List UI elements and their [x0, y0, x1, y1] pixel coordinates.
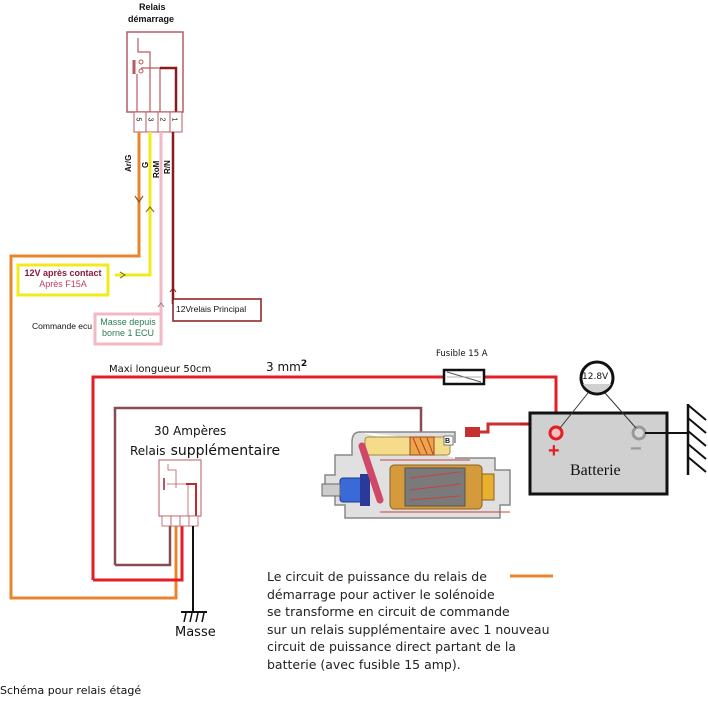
wire-code: G — [141, 161, 150, 168]
arrow-up-icon — [169, 287, 177, 293]
ecu-command-label: Commande ecu — [32, 321, 93, 331]
arrow-down-icon — [134, 195, 144, 204]
voltmeter-reading: 12.8V — [582, 372, 609, 382]
aux-relay-rating: 30 Ampères — [154, 424, 227, 438]
explanation-text: Le circuit de puissance du relais de dém… — [267, 569, 550, 672]
start-relay — [126, 31, 184, 133]
solenoid-terminal-label: B — [445, 438, 451, 445]
ecu-ground-label-2: borne 1 ECU — [101, 328, 155, 338]
ecu-ground-box — [93, 312, 163, 346]
pin-label: 5 — [134, 117, 142, 122]
pin-label: 3 — [146, 117, 154, 122]
arrow-right-icon — [119, 271, 127, 279]
aux-relay — [158, 459, 202, 527]
orange-wire — [9, 132, 178, 600]
battery-plus: + — [548, 440, 560, 462]
maroon-control-wire — [113, 406, 423, 565]
ignition-box — [16, 263, 110, 297]
chassis-ground-icon — [686, 404, 707, 475]
pin-label: 1 — [170, 117, 178, 122]
fuse-15a — [442, 368, 486, 386]
aux-relay-title: Relais supplémentaire — [130, 443, 281, 459]
start-relay-title-1: Relais — [139, 2, 166, 12]
ignition-fuse-label: Après F15A — [39, 279, 87, 289]
wire-section-label: 3 mm2 — [266, 359, 308, 374]
arrow-up-icon — [145, 206, 155, 213]
caption: Schéma pour relais étagé — [0, 684, 142, 697]
positive-terminal — [548, 425, 564, 441]
ignition-label: 12V après contact — [24, 268, 102, 278]
battery-label: Batterie — [570, 462, 621, 479]
voltmeter-icon — [559, 360, 637, 429]
yellow-wire — [115, 132, 152, 277]
start-relay-title-2: démarrage — [128, 14, 175, 24]
battery-icon — [528, 411, 688, 496]
starter-motor-icon — [321, 422, 558, 519]
pin-label: 2 — [158, 117, 166, 122]
ground-icon — [181, 611, 207, 623]
ground-label: Masse — [175, 625, 216, 640]
max-length-label: Maxi longueur 50cm — [109, 364, 212, 375]
battery-minus: − — [630, 438, 642, 460]
red-power-wire — [91, 375, 447, 580]
main-relay-box — [172, 298, 262, 322]
wire-code: RoM — [152, 160, 161, 178]
wire-code: R/N — [163, 160, 172, 174]
main-relay-label: 12Vrelais Principal — [176, 304, 247, 314]
fuse-label: Fusible 15 A — [436, 349, 488, 359]
wire-code: Ar/G — [124, 154, 133, 172]
arrow-up-icon — [157, 302, 165, 308]
ecu-ground-label-1: Masse depuis — [100, 317, 156, 327]
